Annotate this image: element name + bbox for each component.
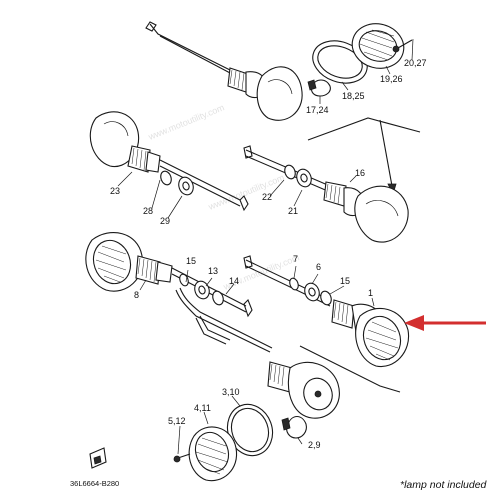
lamp-note: *lamp not included [400,479,488,491]
label-4-11: 4,11 [194,403,211,413]
label-1: 1 [368,288,373,298]
upper-rear-signal-assembly [145,21,303,121]
leader-19-26 [385,65,391,75]
label-23: 23 [110,186,120,196]
left-middle-signal-assembly [89,111,249,212]
lens-4-11 [188,426,238,482]
label-13: 13 [208,266,218,276]
bulb-17-24 [307,79,331,97]
bottom-exploded-signal [267,361,340,419]
highlight-arrow [404,315,486,331]
watermark-1: www.motoutility.com [146,102,226,142]
label-16: 16 [355,168,365,178]
label-19-26: 19,26 [380,74,403,84]
label-21: 21 [288,206,298,216]
lower-bracket-line [299,345,401,393]
label-7: 7 [293,254,298,264]
lower-left-signal-assembly [85,232,273,353]
lower-right-signal-assembly [243,255,410,368]
screw-20-27 [392,39,413,53]
front-direction-icon [89,447,107,469]
bulb-2-9 [281,415,307,439]
drawing-number: 36L6664-B280 [70,479,119,488]
label-8: 8 [134,290,139,300]
label-14: 14 [229,276,239,286]
label-29: 29 [160,216,170,226]
label-5-12: 5,12 [168,416,186,426]
group-arrow-line [379,119,393,187]
screw-5-12 [173,453,191,463]
label-15-left: 15 [186,256,196,266]
label-18-25: 18,25 [342,91,365,101]
right-middle-signal-assembly [243,145,409,243]
label-2-9: 2,9 [308,440,321,450]
label-28: 28 [143,206,153,216]
group-bracket-line [307,117,421,141]
label-15-right: 15 [340,276,350,286]
label-6: 6 [316,262,321,272]
leader-20-27 [411,38,414,61]
label-22: 22 [262,192,272,202]
label-3-10: 3,10 [222,387,240,397]
label-17-24: 17,24 [306,105,329,115]
lens-19-26 [351,23,405,69]
label-20-27: 20,27 [404,58,427,68]
leader-18-25 [341,81,349,91]
